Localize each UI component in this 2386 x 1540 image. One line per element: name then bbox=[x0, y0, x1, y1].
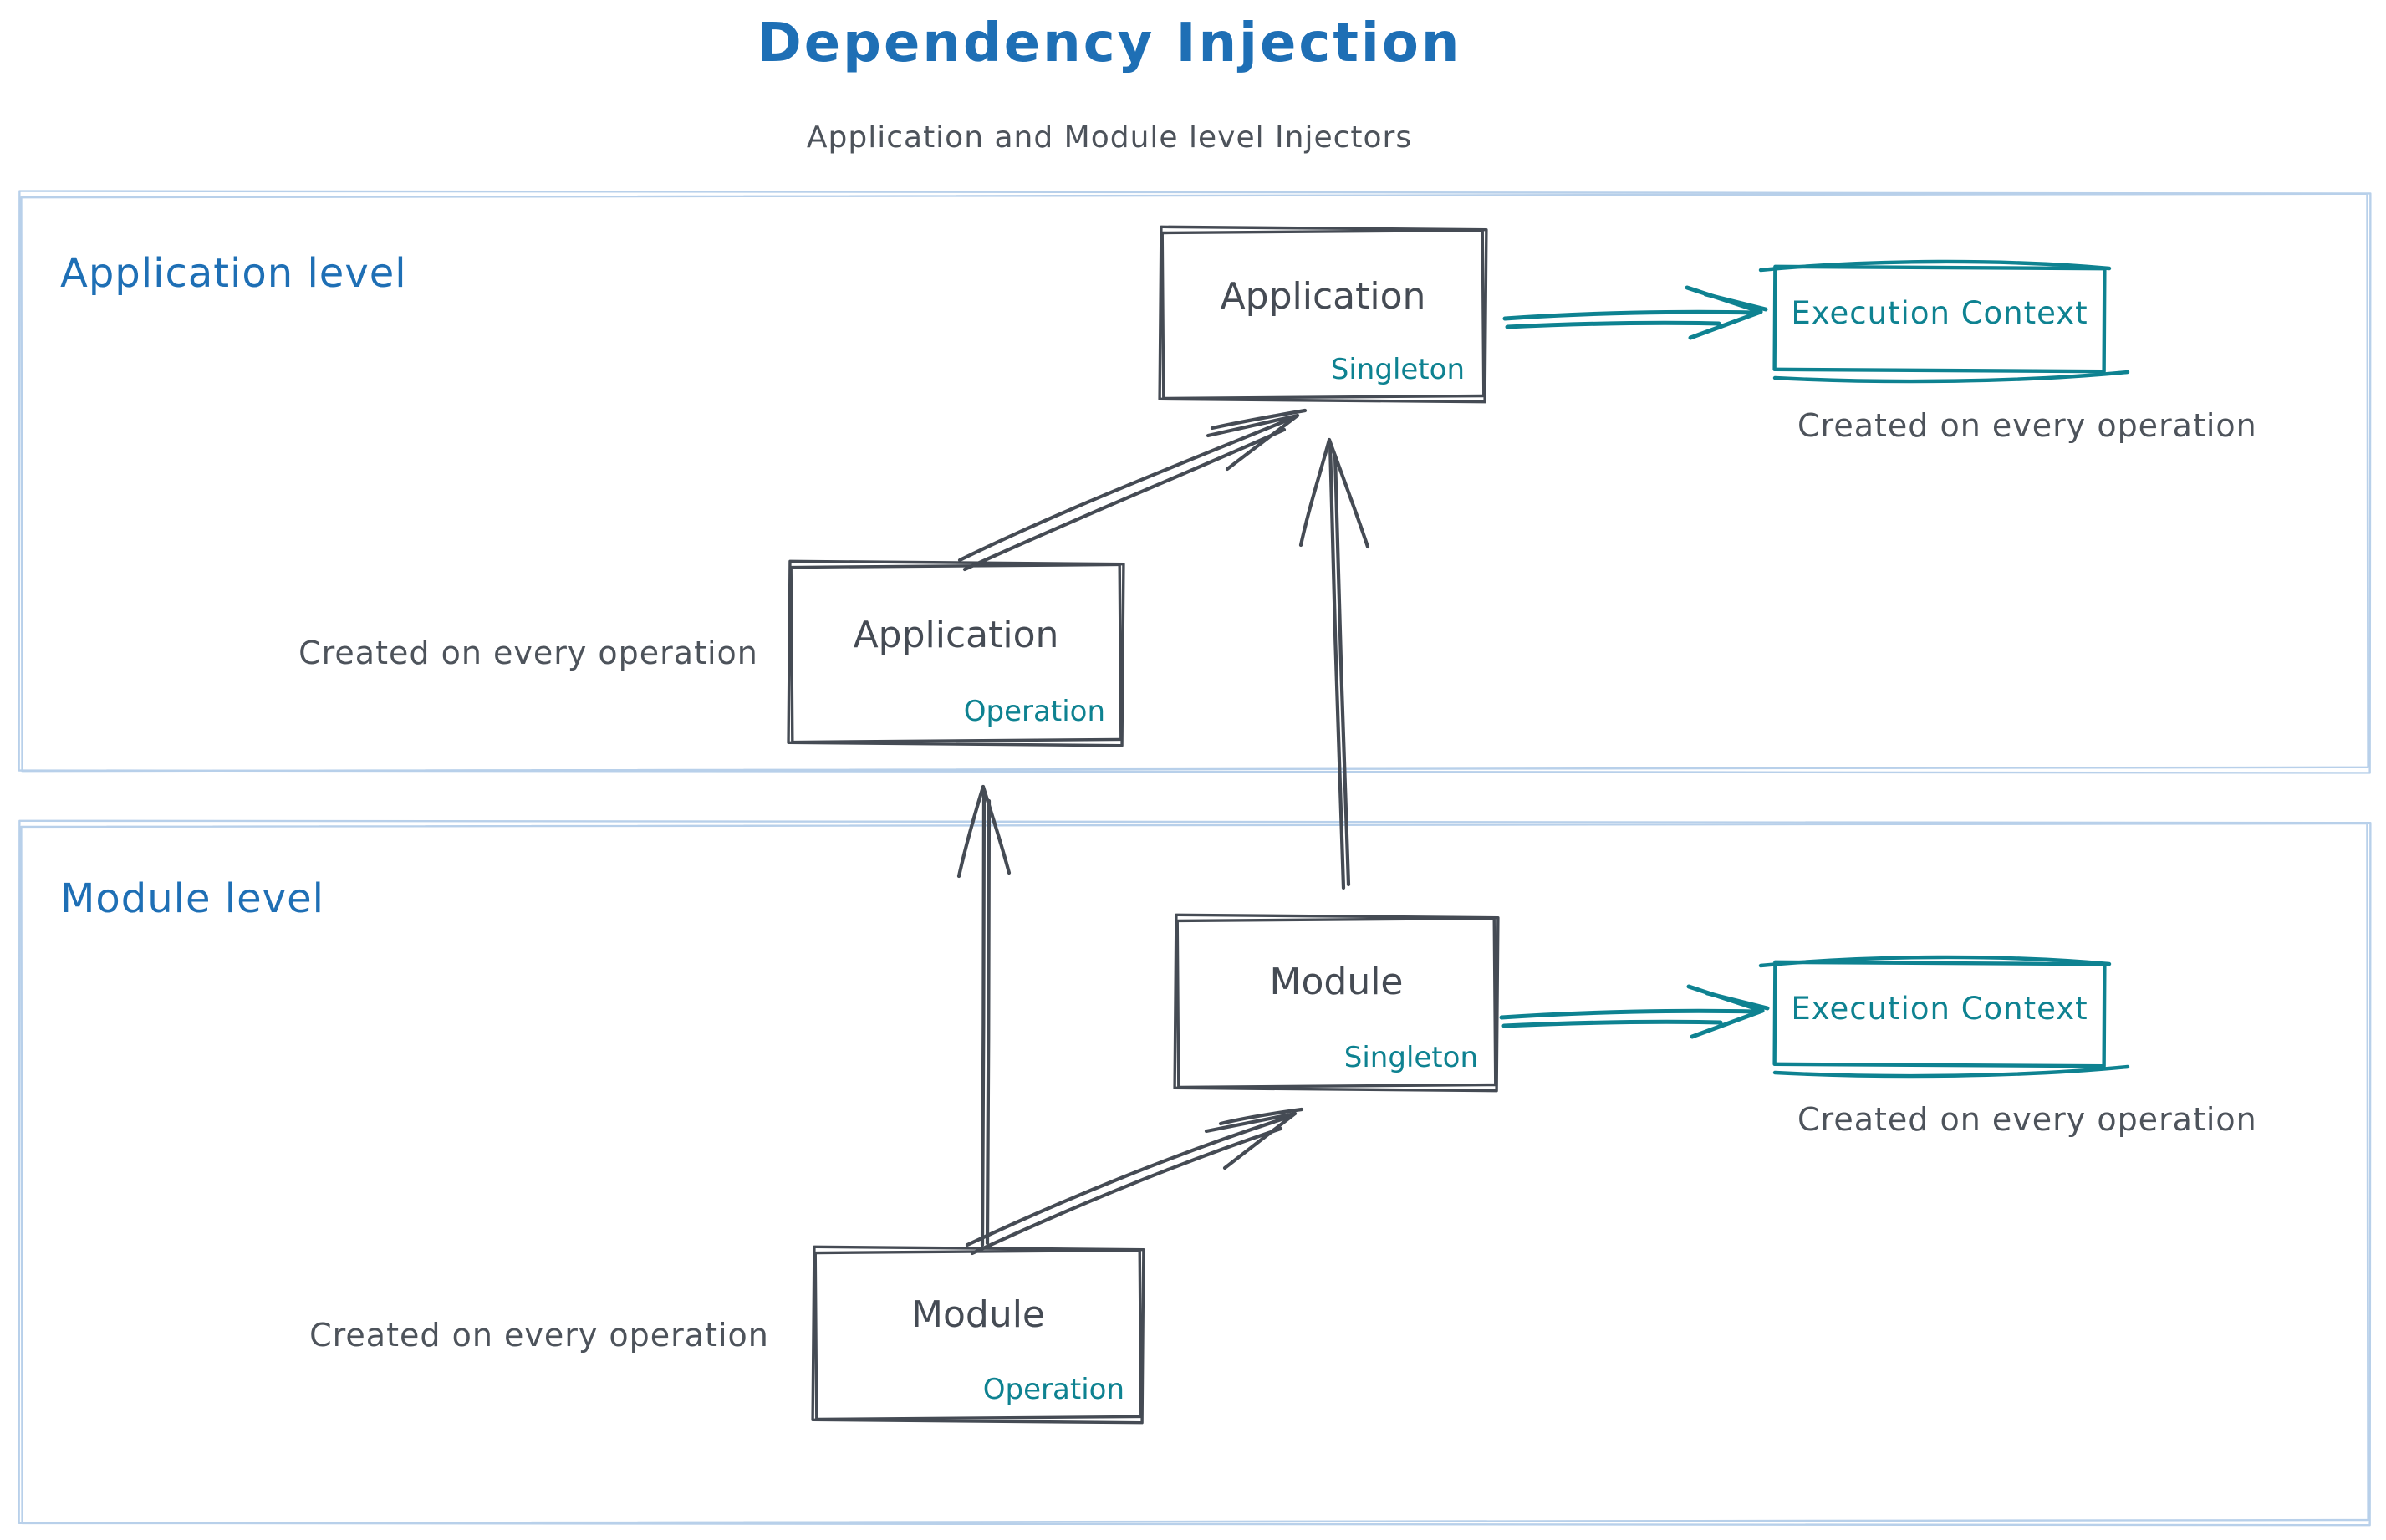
application-execution-context-box-outline bbox=[1758, 259, 2130, 384]
application-singleton-box-sublabel: Singleton bbox=[1330, 353, 1465, 386]
arrow-module-operation-to-app-operation bbox=[956, 784, 1012, 1247]
arrow-module-singleton-to-app-singleton bbox=[1298, 437, 1370, 890]
application-execution-caption: Created on every operation bbox=[1797, 407, 2257, 444]
module-operation-box-outline bbox=[811, 1245, 1145, 1425]
arrow-module-operation-to-module-singleton bbox=[965, 1107, 1304, 1256]
module-operation-box-sublabel: Operation bbox=[982, 1373, 1124, 1406]
module-execution-context-label: Execution Context bbox=[1791, 991, 2088, 1027]
application-operation-box-title: Application bbox=[853, 614, 1059, 656]
application-execution-context-label: Execution Context bbox=[1791, 295, 2088, 331]
module-level-frame bbox=[18, 819, 2372, 1527]
module-singleton-box-outline bbox=[1173, 913, 1500, 1093]
module-execution-caption: Created on every operation bbox=[1797, 1101, 2257, 1138]
application-level-frame bbox=[18, 190, 2372, 774]
section-label-application-level: Application level bbox=[60, 250, 407, 297]
application-singleton-box-outline bbox=[1158, 225, 1488, 404]
diagram-subtitle: Application and Module level Injectors bbox=[806, 120, 1413, 155]
application-operation-caption: Created on every operation bbox=[298, 635, 758, 671]
arrow-app-operation-to-app-singleton bbox=[957, 408, 1308, 572]
section-label-module-level: Module level bbox=[60, 875, 324, 922]
arrow-app-singleton-to-execution-context bbox=[1502, 285, 1768, 340]
module-execution-context-box-outline bbox=[1758, 955, 2130, 1079]
module-singleton-box-title: Module bbox=[1269, 961, 1404, 1003]
arrow-module-singleton-to-execution-context bbox=[1499, 984, 1770, 1039]
diagram-title: Dependency Injection bbox=[757, 13, 1462, 74]
application-operation-box-sublabel: Operation bbox=[963, 695, 1105, 728]
module-operation-box-title: Module bbox=[911, 1293, 1045, 1336]
module-singleton-box-sublabel: Singleton bbox=[1343, 1041, 1478, 1074]
module-operation-caption: Created on every operation bbox=[309, 1317, 769, 1354]
application-operation-box-outline bbox=[787, 559, 1125, 747]
application-singleton-box-title: Application bbox=[1220, 275, 1426, 318]
